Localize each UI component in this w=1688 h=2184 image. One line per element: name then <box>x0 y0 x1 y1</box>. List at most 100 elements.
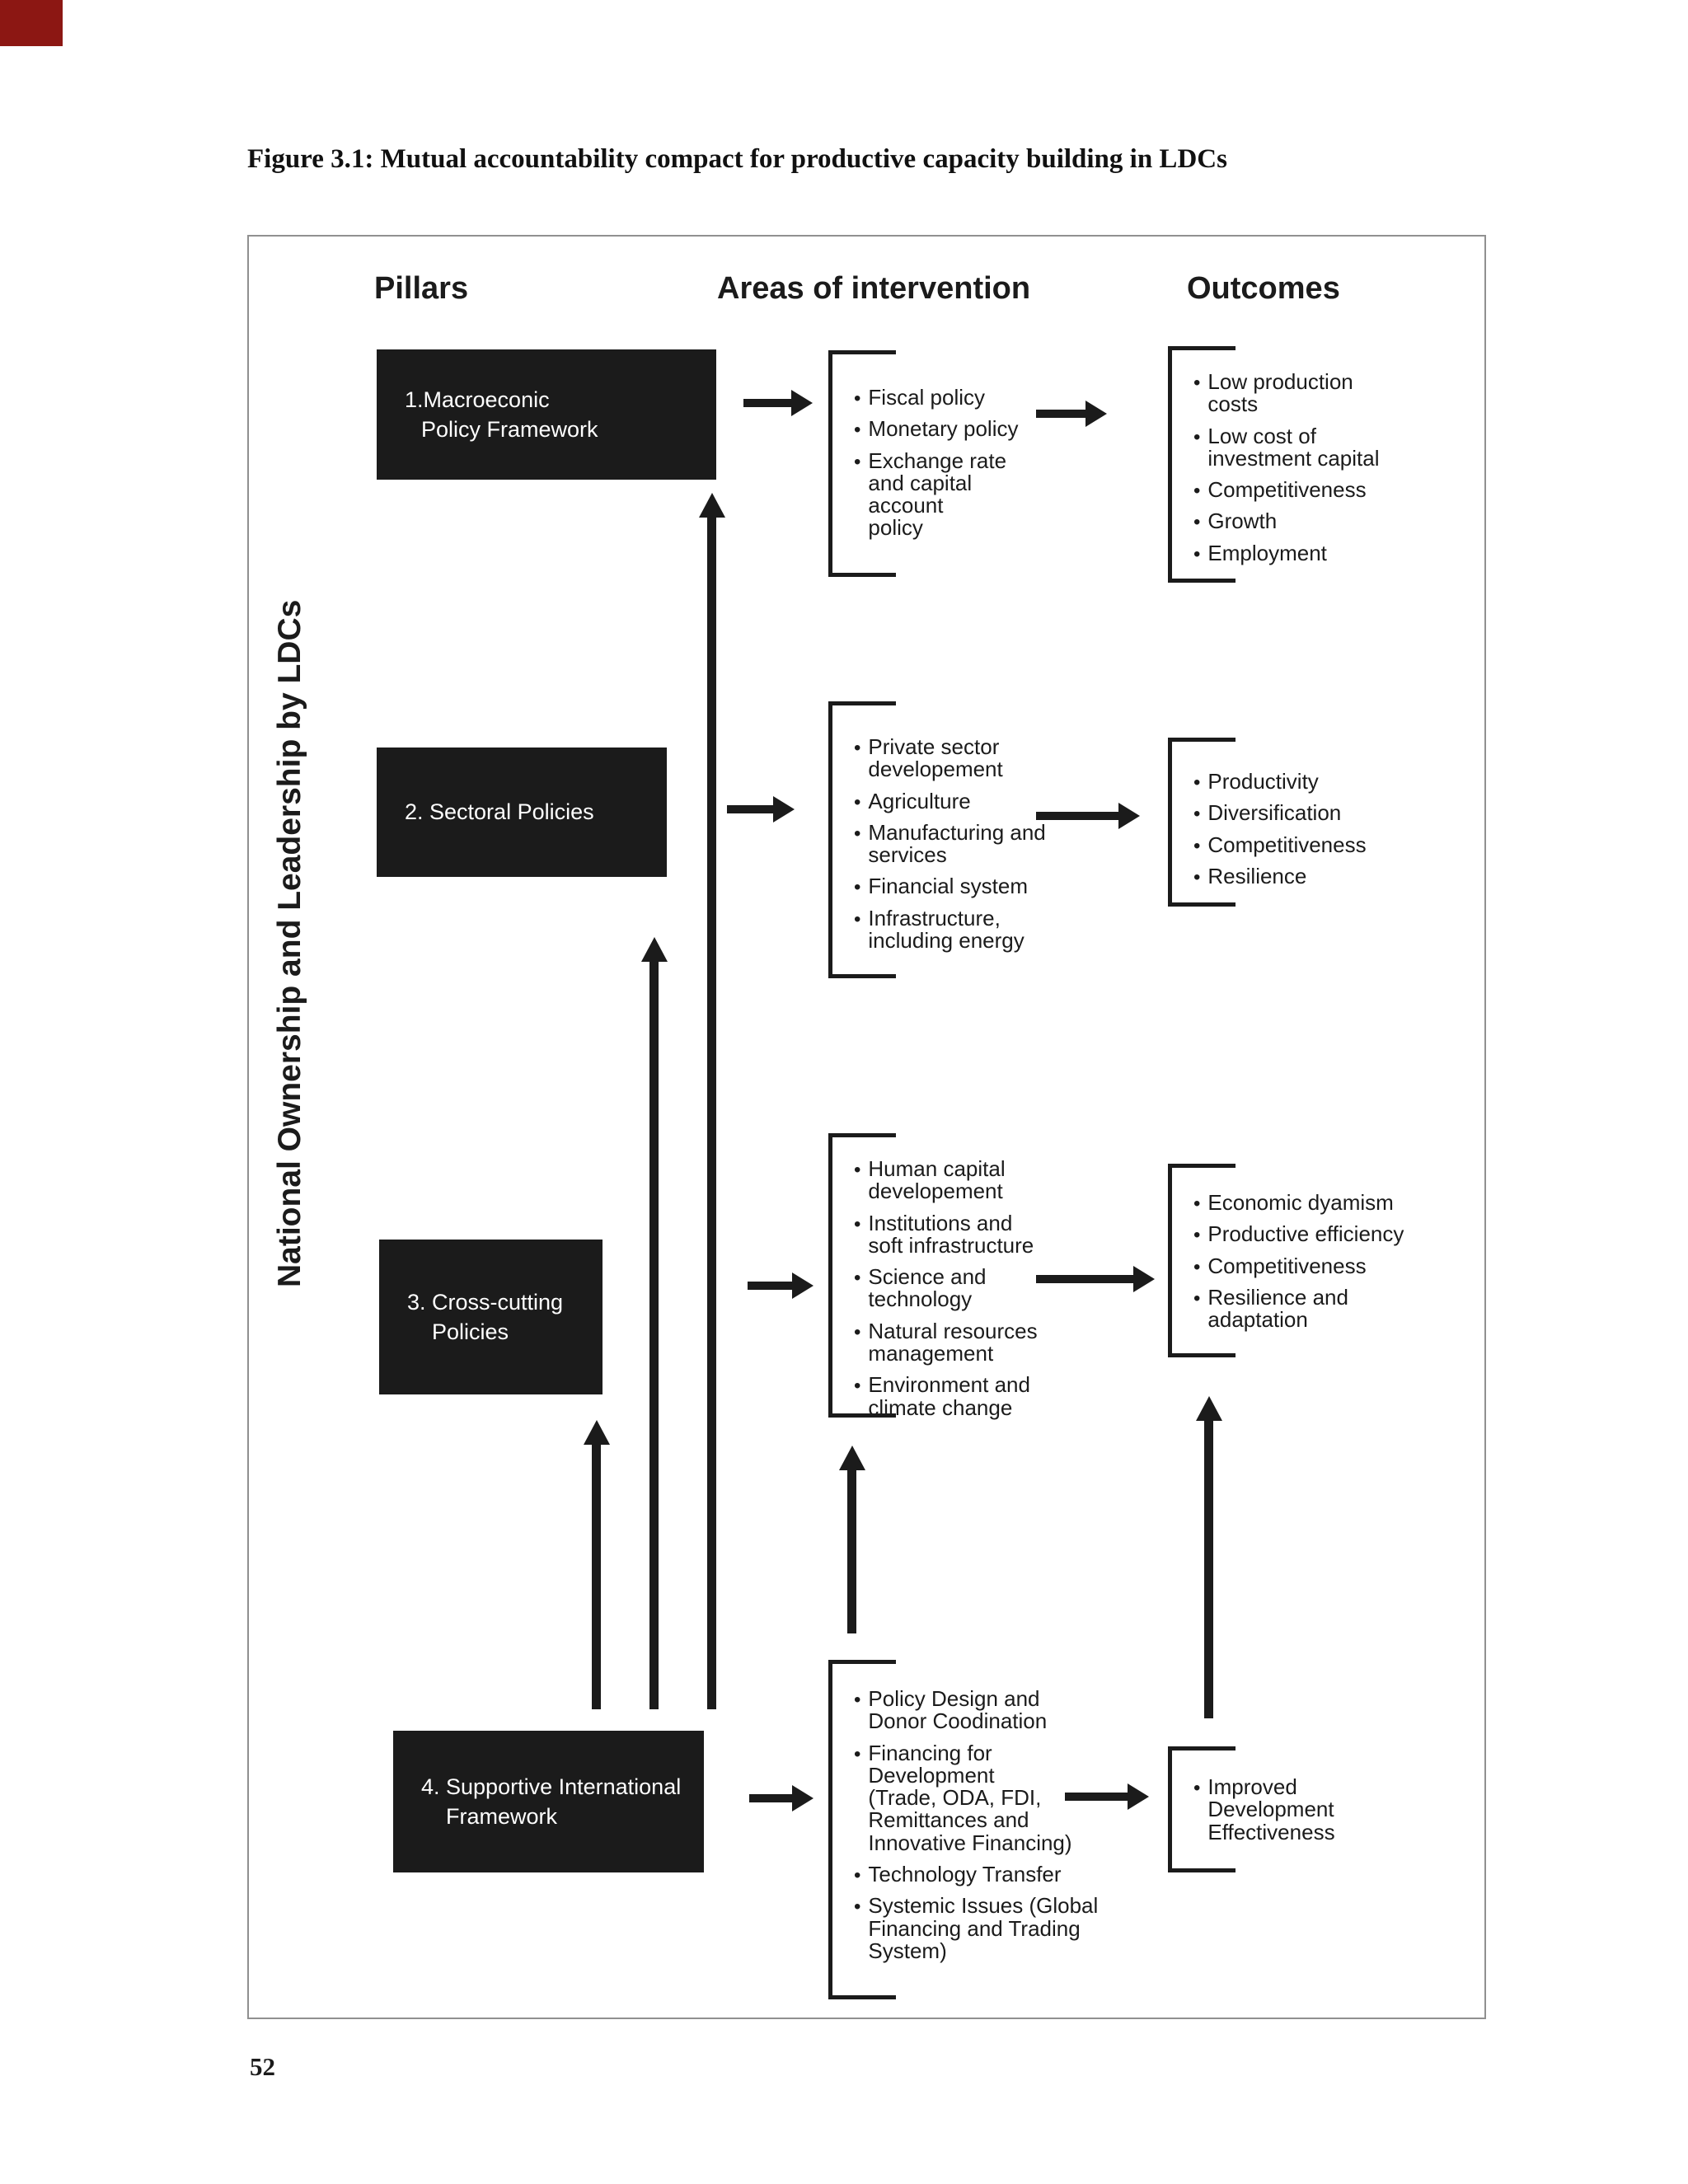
page-corner-tab <box>0 0 63 46</box>
list-item: Manufacturing and services <box>854 821 1109 867</box>
bullet-icon <box>854 1895 860 1962</box>
pillar-2-box: 2. Sectoral Policies <box>377 748 667 877</box>
list-item: Natural resources management <box>854 1319 1109 1366</box>
pillar-1-label-line1: 1.Macroeconic <box>405 387 550 412</box>
bullet-icon <box>1193 479 1200 501</box>
list-item: Improved Development Effectiveness <box>1193 1775 1424 1844</box>
arrow-up-pillar4-to-pillar3-icon <box>584 1420 610 1709</box>
bullet-icon <box>854 1158 860 1203</box>
list-item: Monetary policy <box>854 417 1109 440</box>
list-item: Environment and climate change <box>854 1374 1109 1419</box>
list-item: Systemic Issues (Global Financing and Tr… <box>854 1895 1109 1962</box>
pillar-3-box: 3. Cross-cutting Policies <box>379 1240 603 1394</box>
arrow-up-outcomes4-to-outcomes3-icon <box>1196 1396 1222 1718</box>
bullet-icon <box>1193 510 1200 532</box>
arrow-right-pillar3-to-areas-icon <box>748 1272 814 1299</box>
pillar-3-label-line2: Policies <box>432 1319 509 1344</box>
bullet-icon <box>1193 425 1200 471</box>
list-item: Financial system <box>854 875 1109 898</box>
bullet-icon <box>1193 1776 1200 1844</box>
list-item: Resilience and adaptation <box>1193 1286 1424 1332</box>
list-item: Competitiveness <box>1193 1254 1424 1277</box>
list-item: Resilience <box>1193 865 1424 888</box>
list-item: Productive efficiency <box>1193 1222 1424 1245</box>
pillar-1-label-line2: Policy Framework <box>421 417 598 442</box>
pillar-3-label-line1: 3. Cross-cutting <box>407 1289 564 1315</box>
bullet-icon <box>854 387 860 409</box>
arrow-right-areas2-to-outcomes-icon <box>1036 803 1140 829</box>
list-item: Financing for Development (Trade, ODA, F… <box>854 1741 1109 1854</box>
bullet-icon <box>1193 865 1200 888</box>
list-item: Low production costs <box>1193 370 1424 416</box>
bullet-icon <box>854 875 860 898</box>
list-item: Employment <box>1193 541 1424 565</box>
bullet-icon <box>1193 834 1200 856</box>
bullet-icon <box>854 1742 860 1854</box>
page-number: 52 <box>250 2052 275 2081</box>
bullet-icon <box>854 1320 860 1366</box>
bullet-icon <box>1193 542 1200 565</box>
bullet-icon <box>854 736 860 781</box>
bullet-icon <box>854 418 860 440</box>
bullet-icon <box>854 790 860 813</box>
pillar-4-label-line2: Framework <box>446 1804 558 1829</box>
list-item: Growth <box>1193 510 1424 533</box>
column-header-areas-of-intervention: Areas of intervention <box>717 271 1031 306</box>
list-item: Low cost of investment capital <box>1193 424 1424 471</box>
bullet-icon <box>854 1266 860 1311</box>
arrow-up-areas4-to-areas3-icon <box>839 1446 865 1633</box>
list-item: Technology Transfer <box>854 1863 1109 1886</box>
list-item: Competitiveness <box>1193 833 1424 856</box>
outcomes-list-3: Economic dyamism Productive efficiency C… <box>1168 1164 1424 1357</box>
bullet-icon <box>1193 1255 1200 1277</box>
side-axis-label: National Ownership and Leadership by LDC… <box>272 599 307 1287</box>
diagram-frame: Pillars Areas of intervention Outcomes N… <box>247 235 1486 2019</box>
list-item: Agriculture <box>854 790 1109 813</box>
outcomes-list-1: Low production costs Low cost of investm… <box>1168 346 1424 583</box>
pillar-4-box: 4. Supportive International Framework <box>393 1731 704 1872</box>
list-item: Diversification <box>1193 801 1424 824</box>
list-item: Private sector developement <box>854 735 1109 781</box>
list-item: Infrastructure, including energy <box>854 907 1109 953</box>
bullet-icon <box>854 1212 860 1258</box>
pillar-1-box: 1.Macroeconic Policy Framework <box>377 349 716 480</box>
arrow-right-pillar2-to-areas-icon <box>727 796 795 823</box>
bullet-icon <box>1193 1192 1200 1214</box>
areas-list-3: Human capital developement Institutions … <box>828 1133 1109 1418</box>
areas-list-1: Fiscal policy Monetary policy Exchange r… <box>828 350 1109 577</box>
bullet-icon <box>854 1374 860 1419</box>
bullet-icon <box>1193 771 1200 793</box>
column-header-outcomes: Outcomes <box>1187 271 1340 306</box>
bullet-icon <box>1193 1223 1200 1245</box>
list-item: Economic dyamism <box>1193 1191 1424 1214</box>
list-item: Productivity <box>1193 770 1424 793</box>
bullet-icon <box>854 1688 860 1733</box>
pillar-4-label-line1: 4. Supportive International <box>421 1774 682 1799</box>
list-item: Fiscal policy <box>854 386 1109 409</box>
arrow-right-pillar1-to-areas-icon <box>743 390 813 416</box>
list-item: Competitiveness <box>1193 478 1424 501</box>
list-item: Policy Design and Donor Coodination <box>854 1687 1109 1733</box>
bullet-icon <box>1193 371 1200 416</box>
figure-title: Figure 3.1: Mutual accountability compac… <box>247 144 1227 174</box>
bullet-icon <box>1193 802 1200 824</box>
list-item: Science and technology <box>854 1266 1109 1311</box>
arrow-right-pillar4-to-areas-icon <box>749 1785 814 1811</box>
list-item: Human capital developement <box>854 1157 1109 1203</box>
bullet-icon <box>854 822 860 867</box>
bullet-icon <box>854 1863 860 1886</box>
areas-list-2: Private sector developement Agriculture … <box>828 701 1109 978</box>
outcomes-list-4: Improved Development Effectiveness <box>1168 1746 1424 1872</box>
bullet-icon <box>854 450 860 540</box>
outcomes-list-2: Productivity Diversification Competitive… <box>1168 738 1424 907</box>
list-item: Institutions and soft infrastructure <box>854 1212 1109 1258</box>
bullet-icon <box>854 907 860 953</box>
column-header-pillars: Pillars <box>374 271 469 306</box>
arrow-right-areas1-to-outcomes-icon <box>1036 401 1107 427</box>
pillar-2-label-line1: 2. Sectoral Policies <box>405 799 594 825</box>
arrow-right-areas3-to-outcomes-icon <box>1036 1266 1155 1292</box>
arrow-right-areas4-to-outcomes-icon <box>1065 1783 1149 1810</box>
arrow-up-pillar4-to-pillar1-icon <box>699 493 725 1709</box>
bullet-icon <box>1193 1286 1200 1332</box>
areas-list-4: Policy Design and Donor Coodination Fina… <box>828 1660 1109 1999</box>
